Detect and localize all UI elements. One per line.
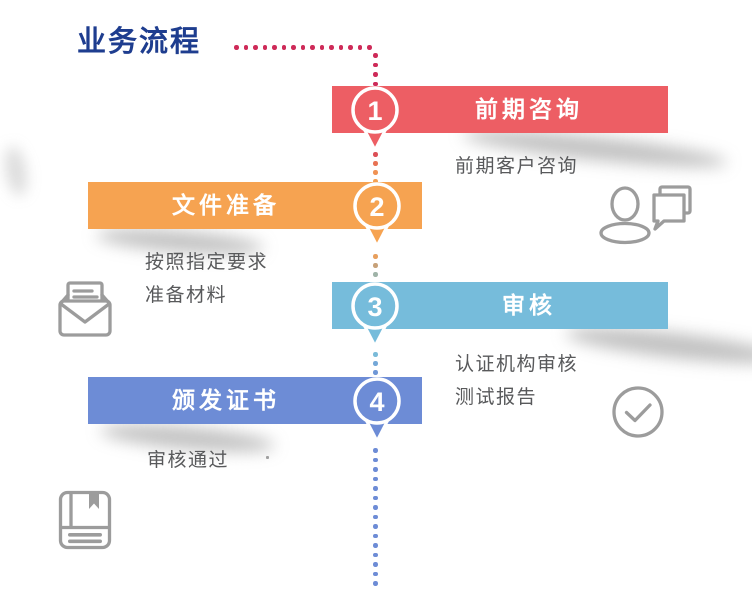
connector-dot [319,45,324,50]
connector-dot [373,457,378,462]
step-1-banner: 前期咨询 1 [332,86,668,152]
step-1-description-line: 前期客户咨询 [455,156,579,177]
connector-step3-step4 [373,352,378,379]
step-2-number: 2 [369,192,384,222]
step-4-description: 审核通过 [147,444,229,477]
connector-dot [234,45,239,50]
title-connector-dots-horizontal [234,45,372,50]
connector-dot [373,170,378,175]
connector-dot [243,45,248,50]
connector-dot [373,571,378,576]
step-2-description-line: 按照指定要求 [145,252,269,273]
step-4-label: 颁发证书 [172,387,280,413]
connector-dot [373,514,378,519]
person-chat-icon [599,185,692,245]
step-3-number: 3 [367,292,382,322]
connector-dot [373,448,378,453]
step-3-pin: 3 [351,282,399,348]
connector-dot [373,179,378,184]
connector-dot [310,45,315,50]
step-3-banner: 审核 3 [332,282,668,348]
step-3-description-line: 认证机构审核 [455,354,579,375]
step-2-banner: 文件准备 2 [88,182,422,248]
connector-dot [373,505,378,510]
connector-dot [373,263,378,268]
step-2-description: 按照指定要求 准备材料 [145,246,268,312]
connector-dot [329,45,334,50]
step-1-number: 1 [367,96,382,126]
connector-step1-step2 [373,152,378,188]
connector-dot [357,45,362,50]
title-connector-dots-vertical [373,53,378,91]
step-4-pin: 4 [353,377,401,443]
connector-step2-step3 [373,254,378,281]
connector-dot [373,495,378,500]
step-3-description-line: 测试报告 [455,387,538,408]
connector-dot [262,45,267,50]
connector-dot [300,45,305,50]
connector-dot [373,152,378,157]
connector-dot [373,533,378,538]
step-2-description-line: 准备材料 [145,285,228,306]
left-margin-shadow [1,144,31,198]
check-circle-icon [612,386,664,438]
connector-dot [291,45,296,50]
connector-dot [373,272,378,277]
step-3-description: 认证机构审核 测试报告 [455,348,578,414]
step-1-description: 前期客户咨询 [455,150,578,183]
book-icon [58,490,112,550]
connector-dot [367,45,372,50]
connector-step4-end [373,448,378,591]
artifact-dot [266,456,269,459]
connector-dot [373,467,378,472]
step-4-description-line: 审核通过 [147,450,230,471]
connector-dot [373,476,378,481]
step-1-pin: 1 [351,86,399,152]
connector-dot [373,552,378,557]
connector-dot [373,562,378,567]
connector-dot [338,45,343,50]
connector-dot [373,352,378,357]
step-2-label: 文件准备 [172,192,280,218]
step-4-number: 4 [369,387,384,417]
page-title: 业务流程 [77,26,202,58]
step-1-label: 前期咨询 [475,96,583,122]
connector-dot [373,161,378,166]
envelope-icon [58,281,112,337]
connector-dot [373,486,378,491]
connector-dot [373,81,378,86]
step-4-banner: 颁发证书 4 [88,377,422,443]
connector-dot [373,361,378,366]
step-2-pin: 2 [353,182,401,248]
connector-dot [373,53,378,58]
connector-dot [253,45,258,50]
connector-dot [373,370,378,375]
connector-dot [373,581,378,586]
connector-dot [272,45,277,50]
connector-dot [348,45,353,50]
connector-dot [373,543,378,548]
step-3-label: 审核 [502,292,556,318]
connector-dot [373,72,378,77]
connector-dot [373,62,378,67]
connector-dot [373,524,378,529]
connector-dot [373,254,378,259]
connector-dot [281,45,286,50]
